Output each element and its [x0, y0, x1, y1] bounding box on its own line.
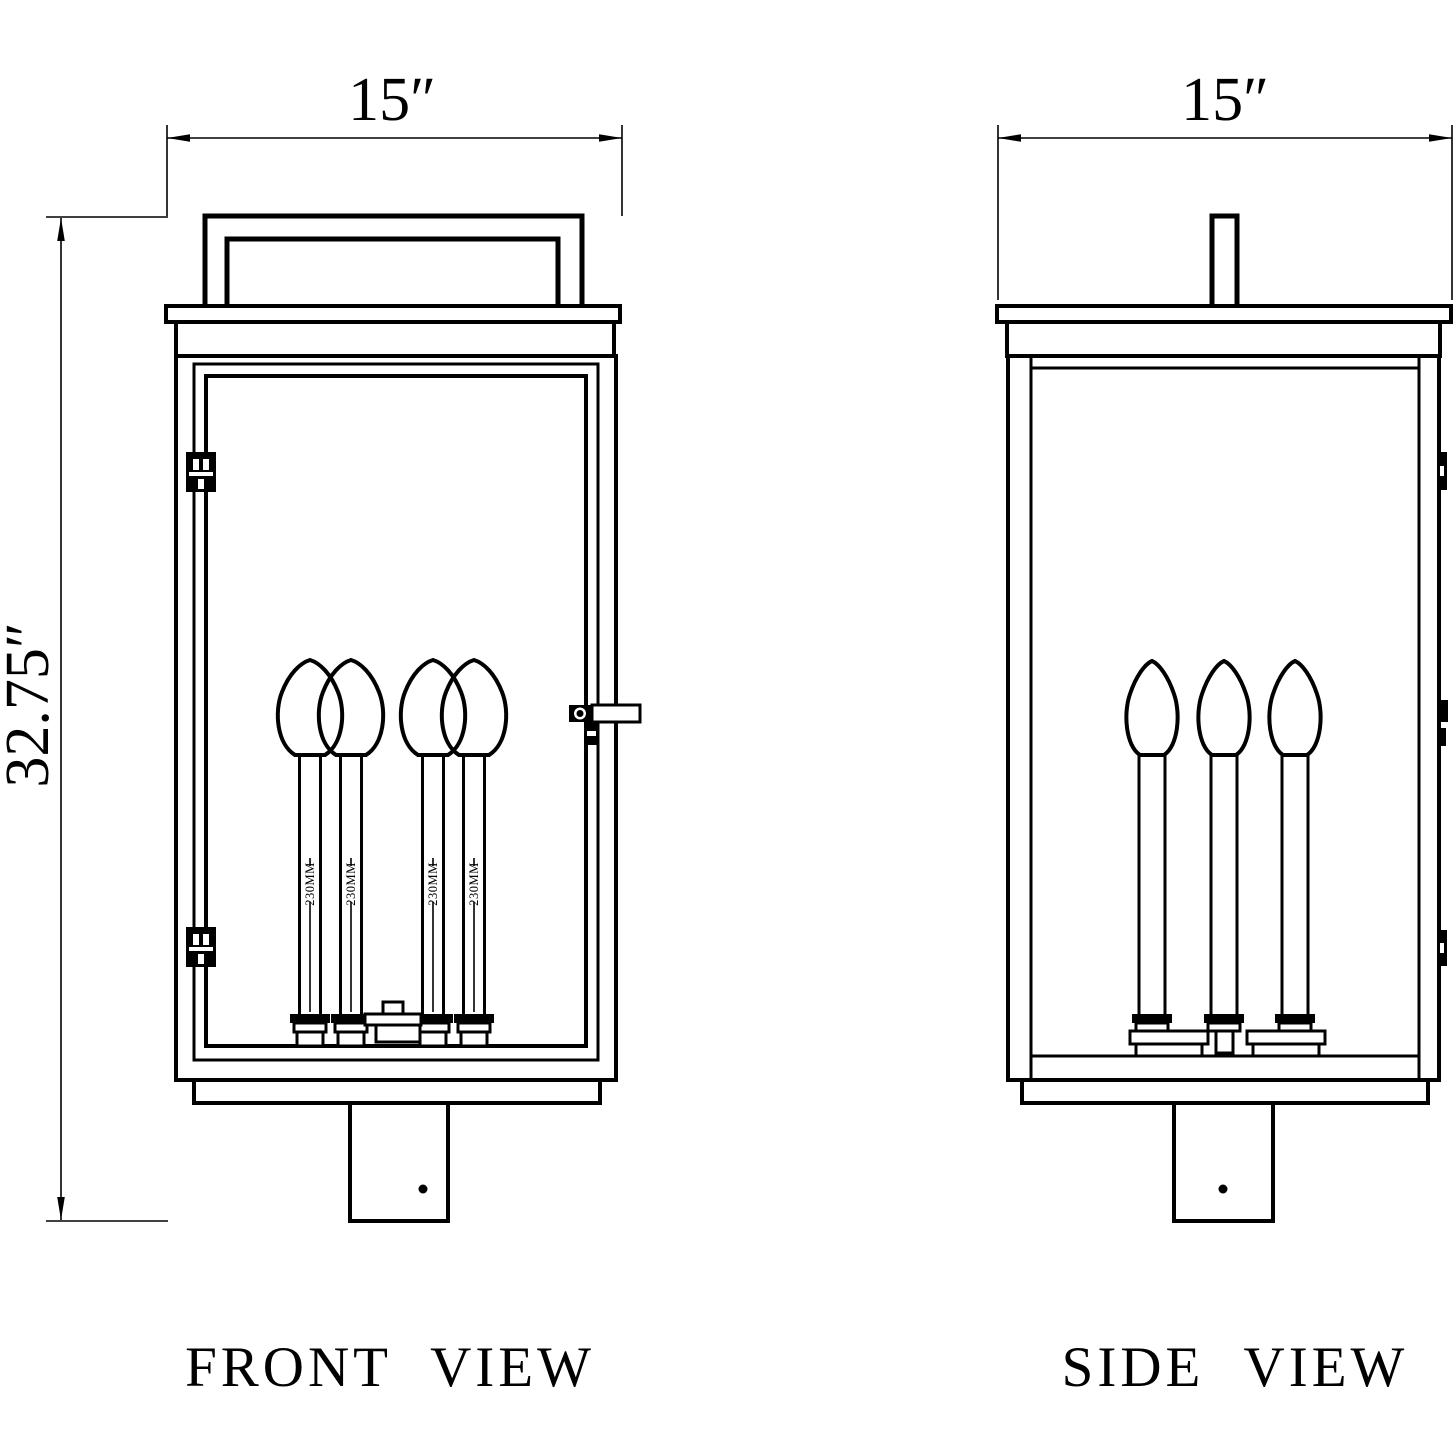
arrowhead-left-icon [998, 134, 1021, 142]
set-screw-hole [418, 1184, 428, 1194]
front-candle-1: 230MM [275, 657, 345, 1048]
arrowhead-up-icon [57, 218, 65, 241]
front-candle-2: 230MM [316, 657, 386, 1048]
arrowhead-right-icon [599, 134, 622, 142]
side-width-dimension-text: 15″ [1181, 66, 1269, 134]
side-hardware-tabs [1437, 452, 1448, 966]
side-candle-2 [1196, 658, 1252, 1033]
candle-length-annotation: 230MM [344, 862, 358, 905]
front-width-dimension-text: 15″ [348, 66, 436, 134]
front-width-dimension: 15″ [166, 66, 623, 216]
arrowhead-left-icon [167, 134, 190, 142]
front-height-dimension-text: 32.75″ [0, 622, 62, 787]
door-hinge-top [186, 452, 216, 492]
post-mount [1172, 1101, 1275, 1223]
set-screw-hole [1218, 1184, 1228, 1194]
candle-length-annotation: 230MM [426, 862, 440, 905]
front-candle-3: 230MM [398, 657, 468, 1048]
side-view-figure: 15″ [995, 66, 1453, 1399]
door-latch [569, 703, 642, 745]
side-width-dimension: 15″ [997, 66, 1453, 300]
front-view-label: FRONT VIEW [185, 1336, 595, 1399]
post-mount [348, 1101, 450, 1223]
side-candle-1 [1124, 658, 1180, 1033]
front-candle-4: 230MM [439, 657, 509, 1048]
side-socket-assembly [1128, 1029, 1327, 1056]
candle-length-annotation: 230MM [467, 862, 481, 905]
finial-post [1209, 213, 1240, 306]
arrowhead-right-icon [1429, 134, 1452, 142]
door-hinge-bottom [186, 927, 216, 967]
side-view-label: SIDE VIEW [1062, 1336, 1409, 1399]
candle-length-annotation: 230MM [303, 862, 317, 905]
lantern-handle [202, 213, 585, 306]
front-height-dimension: 32.75″ [0, 216, 168, 1222]
arrowhead-down-icon [57, 1197, 65, 1220]
front-view-figure: 15″ 32.75″ [0, 66, 642, 1399]
front-cluster-stem [363, 1000, 423, 1044]
